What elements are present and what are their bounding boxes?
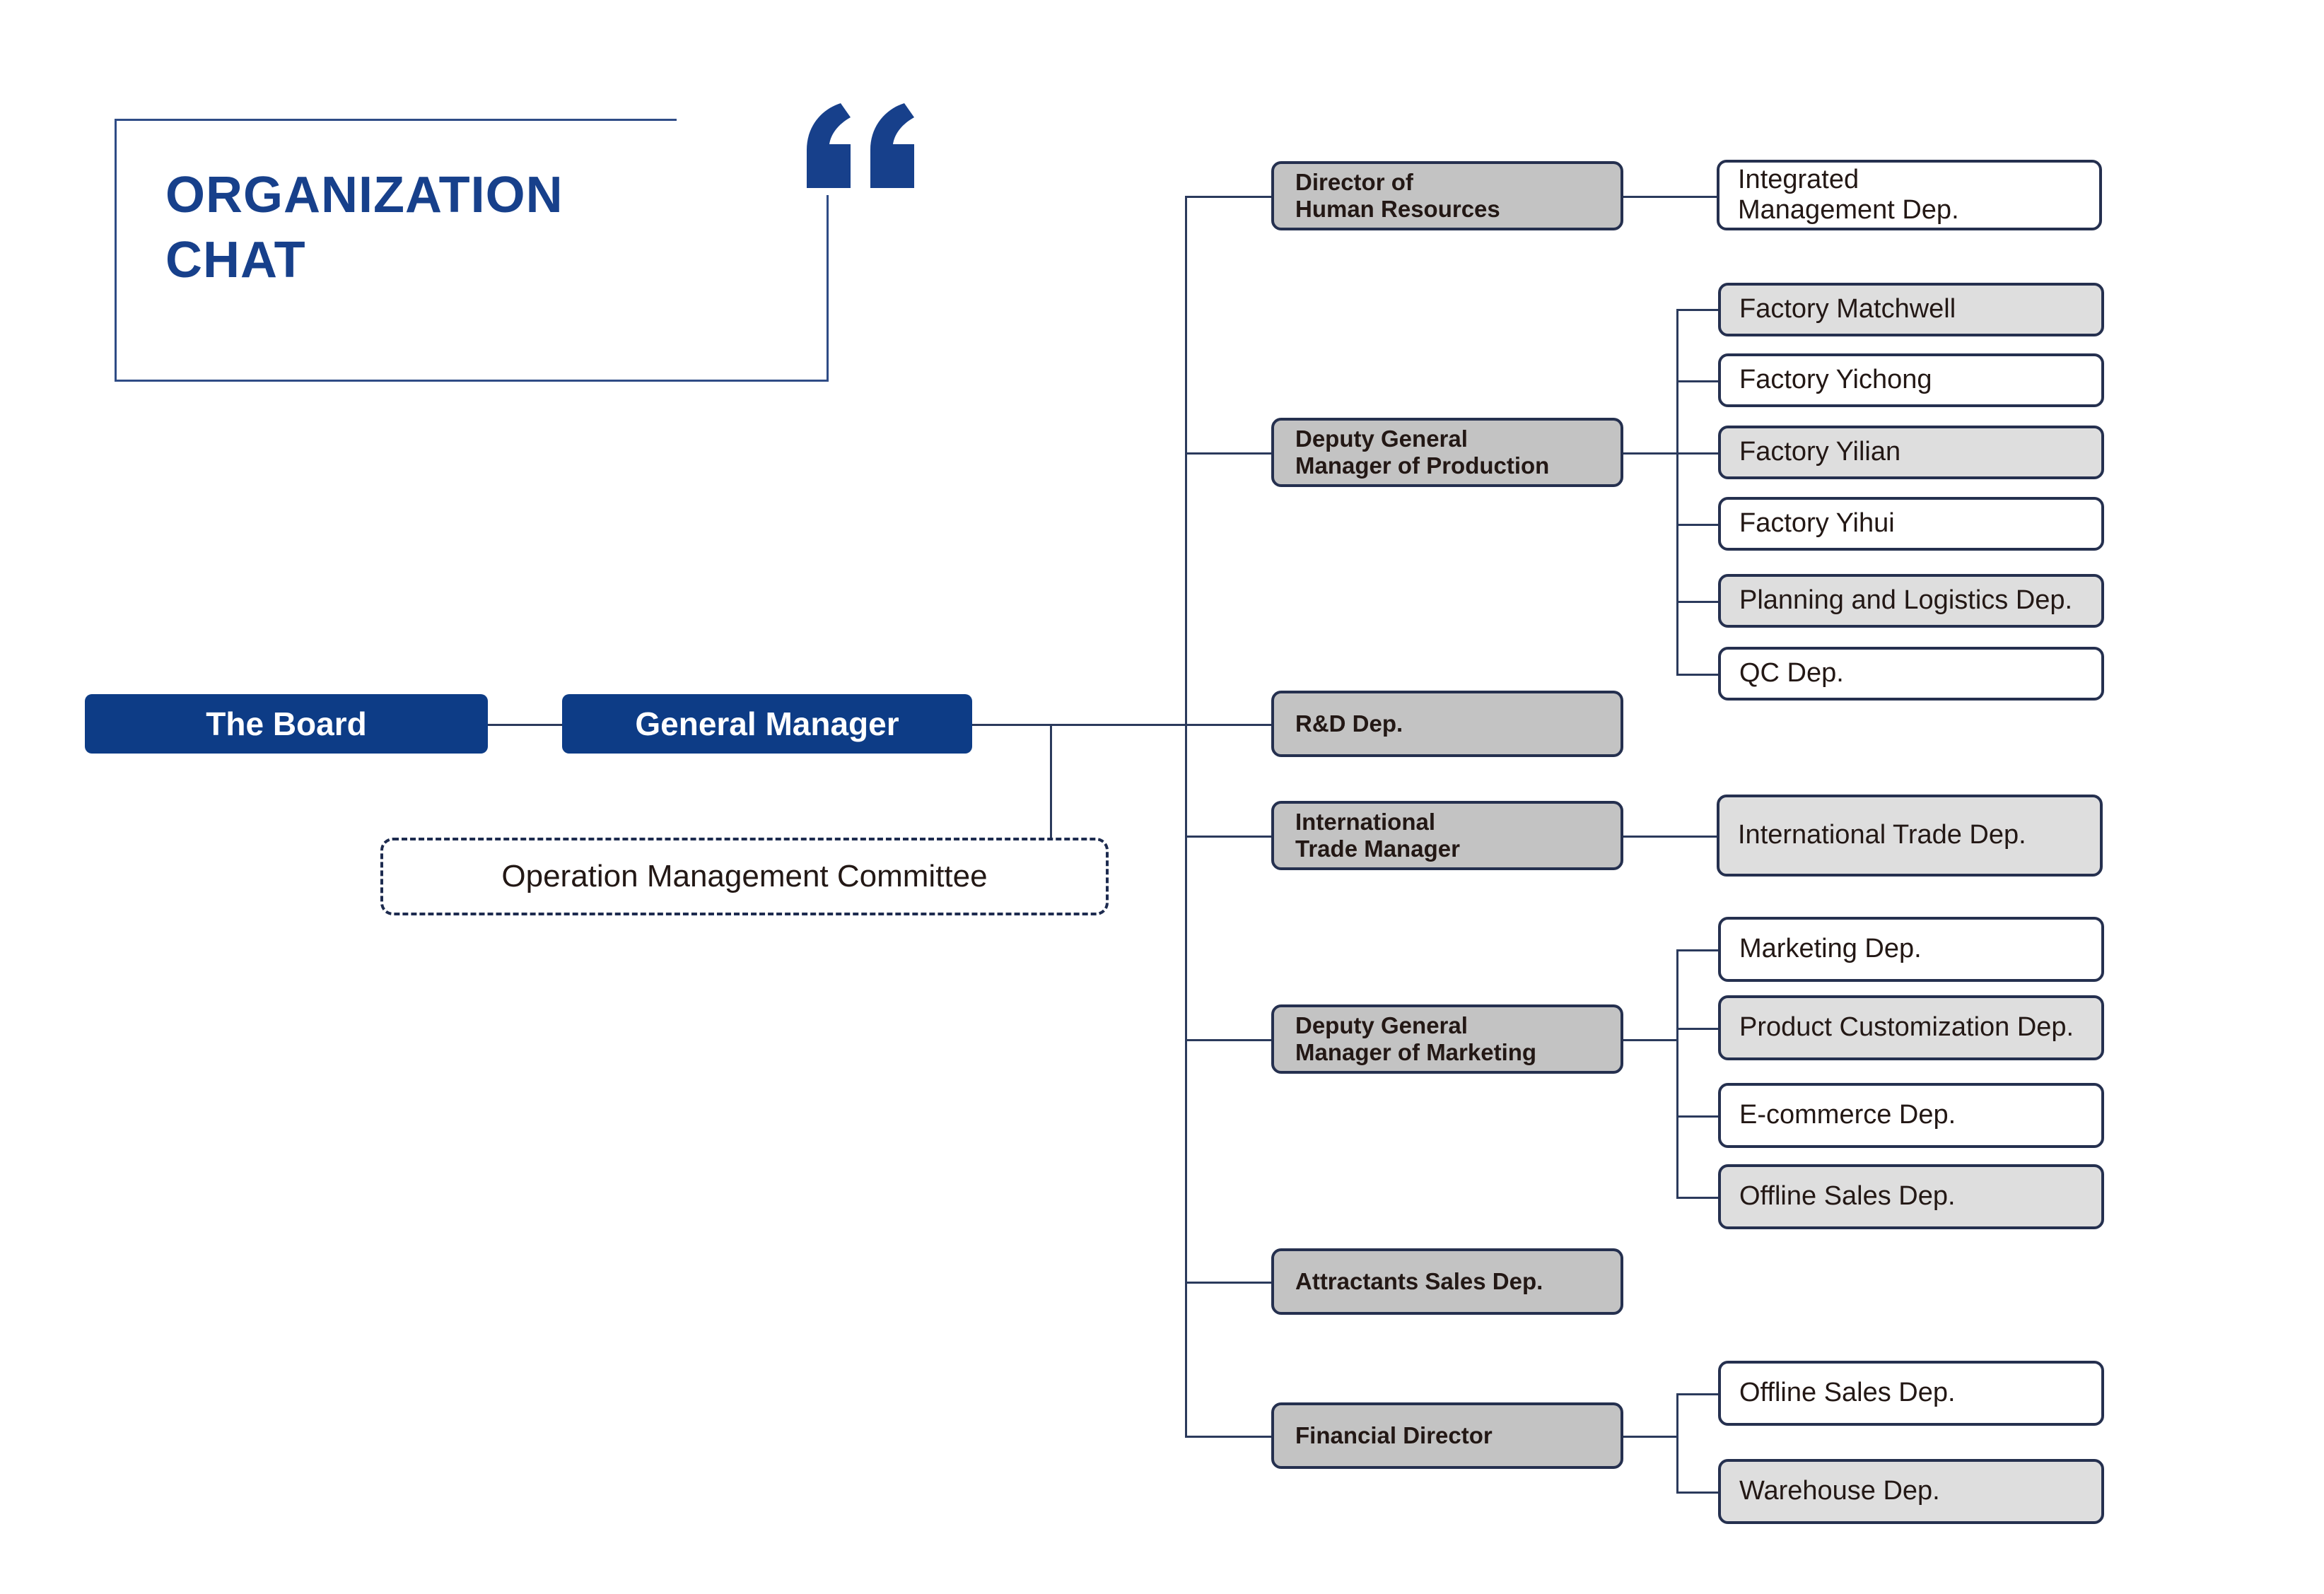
connector-spine-to-human-resources: [1185, 196, 1273, 198]
node-factory-yihui-label: Factory Yihui: [1739, 508, 1895, 539]
connector-marketing-stub: [1621, 1039, 1678, 1041]
title-border-top: [115, 119, 677, 121]
connector-production-child-6: [1676, 674, 1720, 676]
connector-financial-spine: [1676, 1393, 1678, 1494]
connector-production-child-2: [1676, 380, 1720, 382]
node-planning-and-logistics-dep-label: Planning and Logistics Dep.: [1739, 585, 2073, 616]
connector-marketing-child-3: [1676, 1115, 1720, 1118]
node-planning-and-logistics-dep[interactable]: Planning and Logistics Dep.: [1718, 574, 2104, 628]
connector-financial-child-1: [1676, 1393, 1720, 1395]
connector-spine-to-rd: [1185, 724, 1273, 726]
node-factory-yihui[interactable]: Factory Yihui: [1718, 497, 2104, 551]
node-marketing-label-2: Manager of Marketing: [1295, 1039, 1537, 1065]
node-factory-yichong-label: Factory Yichong: [1739, 365, 1932, 395]
connector-financial-stub: [1621, 1436, 1678, 1438]
node-offline-sales-dep-financial[interactable]: Offline Sales Dep.: [1718, 1361, 2104, 1426]
node-general-manager[interactable]: General Manager: [562, 694, 972, 754]
connector-gm-out: [970, 724, 1186, 726]
node-international-trade-manager-label-2: Trade Manager: [1295, 836, 1460, 862]
node-offline-sales-dep-financial-label: Offline Sales Dep.: [1739, 1378, 1956, 1408]
connector-production-stub: [1621, 452, 1678, 455]
node-e-commerce-dep[interactable]: E-commerce Dep.: [1718, 1083, 2104, 1148]
node-production-label-1: Deputy General: [1295, 426, 1468, 452]
node-qc-dep-label: QC Dep.: [1739, 658, 1844, 688]
node-financial-director-label: Financial Director: [1295, 1422, 1493, 1449]
node-financial-director[interactable]: Financial Director: [1271, 1402, 1623, 1469]
connector-marketing-child-2: [1676, 1028, 1720, 1030]
node-the-board-label: The Board: [206, 705, 367, 742]
node-qc-dep[interactable]: QC Dep.: [1718, 647, 2104, 701]
node-attractants-sales-dep[interactable]: Attractants Sales Dep.: [1271, 1248, 1623, 1315]
node-marketing-dep[interactable]: Marketing Dep.: [1718, 917, 2104, 982]
title-border-right: [827, 195, 829, 382]
connector-production-child-3: [1676, 452, 1720, 455]
title-line-2: CHAT: [165, 232, 306, 289]
node-rd-dep-label: R&D Dep.: [1295, 710, 1403, 737]
node-international-trade-manager-label-1: International: [1295, 809, 1436, 836]
node-international-trade-dep[interactable]: International Trade Dep.: [1717, 795, 2103, 877]
node-factory-matchwell-label: Factory Matchwell: [1739, 294, 1956, 324]
node-offline-sales-dep-marketing-label: Offline Sales Dep.: [1739, 1181, 1956, 1212]
node-production-label-2: Manager of Production: [1295, 452, 1550, 479]
double-quote-icon: [807, 103, 914, 188]
node-marketing[interactable]: Deputy General Manager of Marketing: [1271, 1004, 1623, 1074]
node-production[interactable]: Deputy General Manager of Production: [1271, 418, 1623, 487]
connector-spine-to-financial-director: [1185, 1436, 1273, 1438]
connector-spine-to-international-trade: [1185, 836, 1273, 838]
node-general-manager-label: General Manager: [635, 705, 899, 742]
node-e-commerce-dep-label: E-commerce Dep.: [1739, 1100, 1956, 1130]
connector-gm-to-committee: [1050, 724, 1052, 877]
connector-marketing-child-1: [1676, 949, 1720, 951]
connector-marketing-child-4: [1676, 1197, 1720, 1199]
node-product-customization-dep-label: Product Customization Dep.: [1739, 1012, 2074, 1043]
connector-production-spine: [1676, 309, 1678, 674]
node-operation-management-committee[interactable]: Operation Management Committee: [380, 838, 1109, 915]
node-factory-matchwell[interactable]: Factory Matchwell: [1718, 283, 2104, 336]
node-factory-yilian-label: Factory Yilian: [1739, 437, 1901, 467]
title-border-left: [115, 119, 117, 382]
node-human-resources[interactable]: Director of Human Resources: [1271, 161, 1623, 230]
node-warehouse-dep[interactable]: Warehouse Dep.: [1718, 1459, 2104, 1524]
node-international-trade-manager[interactable]: International Trade Manager: [1271, 801, 1623, 870]
title-card: ORGANIZATION CHAT: [115, 103, 914, 382]
title-border-bottom: [115, 380, 829, 382]
node-the-board[interactable]: The Board: [85, 694, 488, 754]
node-rd-dep[interactable]: R&D Dep.: [1271, 691, 1623, 757]
connector-financial-child-2: [1676, 1492, 1720, 1494]
connector-international-trade-to-child: [1621, 836, 1719, 838]
connector-production-child-5: [1676, 601, 1720, 603]
page-title: ORGANIZATION CHAT: [165, 163, 703, 293]
node-integrated-management-dep-label-2: Management Dep.: [1738, 195, 1959, 225]
connector-board-to-gm: [486, 724, 564, 726]
node-human-resources-label-1: Director of: [1295, 169, 1413, 196]
connector-spine-to-production: [1185, 452, 1273, 455]
node-international-trade-dep-label: International Trade Dep.: [1738, 820, 2026, 850]
node-integrated-management-dep[interactable]: Integrated Management Dep.: [1717, 160, 2102, 230]
connector-production-child-1: [1676, 309, 1720, 311]
node-product-customization-dep[interactable]: Product Customization Dep.: [1718, 995, 2104, 1060]
node-human-resources-label-2: Human Resources: [1295, 196, 1500, 222]
node-factory-yichong[interactable]: Factory Yichong: [1718, 353, 2104, 407]
connector-spine-to-attractants-sales: [1185, 1282, 1273, 1284]
connector-human-resources-to-child: [1621, 196, 1719, 198]
node-integrated-management-dep-label-1: Integrated: [1738, 164, 1859, 194]
connector-main-spine: [1185, 196, 1187, 1436]
node-factory-yilian[interactable]: Factory Yilian: [1718, 426, 2104, 479]
connector-marketing-spine: [1676, 949, 1678, 1199]
title-line-1: ORGANIZATION: [165, 167, 564, 223]
node-marketing-dep-label: Marketing Dep.: [1739, 934, 1922, 964]
node-offline-sales-dep-marketing[interactable]: Offline Sales Dep.: [1718, 1164, 2104, 1229]
connector-spine-to-marketing: [1185, 1039, 1273, 1041]
node-marketing-label-1: Deputy General: [1295, 1012, 1468, 1039]
node-attractants-sales-dep-label: Attractants Sales Dep.: [1295, 1268, 1543, 1295]
node-warehouse-dep-label: Warehouse Dep.: [1739, 1476, 1940, 1506]
connector-production-child-4: [1676, 524, 1720, 526]
node-operation-management-committee-label: Operation Management Committee: [501, 859, 988, 893]
